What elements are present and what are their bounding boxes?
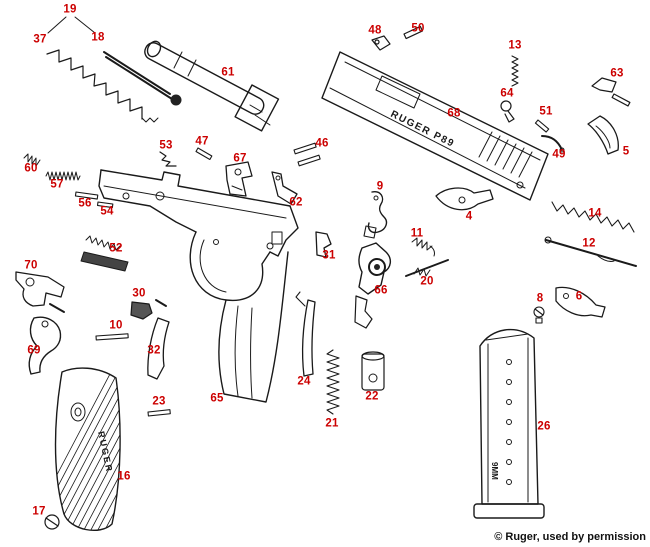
part-67-art	[225, 161, 253, 197]
part-number-18: 18	[91, 31, 105, 44]
part-69-art	[28, 316, 62, 375]
part-number-70: 70	[24, 259, 38, 272]
part-20-art	[405, 259, 449, 277]
part-57-art	[45, 171, 81, 181]
label-19-leader-lines	[47, 16, 96, 34]
part-5-art	[587, 115, 619, 155]
part-46-art	[293, 142, 321, 167]
part-56-art	[74, 191, 99, 200]
part-30-art	[130, 299, 167, 320]
part-8-art	[533, 306, 545, 324]
barrel-art	[144, 40, 280, 132]
part-number-26: 26	[537, 420, 551, 433]
guide-rod-art	[103, 51, 182, 123]
part-number-21: 21	[325, 417, 339, 430]
part-number-52: 52	[109, 242, 123, 255]
part-70-art	[15, 271, 65, 313]
part-4-art	[435, 187, 494, 211]
magazine-art: 9MM	[473, 328, 545, 519]
part-number-69: 69	[27, 344, 41, 357]
part-number-60: 60	[24, 162, 38, 175]
part-number-6: 6	[575, 290, 583, 303]
part-53-art	[159, 151, 177, 167]
recoil-spring-art	[46, 49, 143, 120]
part-60-art	[23, 153, 41, 167]
part-13-art	[511, 55, 519, 87]
grip-panel-art: RUGER	[54, 367, 121, 531]
part-50-art	[403, 25, 424, 40]
part-31-art	[315, 231, 332, 258]
part-66-art	[354, 242, 391, 329]
part-6-art	[555, 286, 606, 318]
part-number-37: 37	[33, 33, 47, 46]
part-number-63: 63	[610, 67, 624, 80]
part-21-art	[326, 349, 340, 415]
part-number-61: 61	[221, 66, 235, 79]
part-12-art	[544, 236, 637, 267]
part-number-12: 12	[582, 237, 596, 250]
part-number-56: 56	[78, 197, 92, 210]
part-number-11: 11	[410, 227, 424, 240]
part-number-8: 8	[536, 292, 544, 305]
part-11-art	[411, 237, 435, 257]
part-51-art	[534, 119, 550, 133]
part-number-50: 50	[411, 22, 425, 35]
part-number-48: 48	[368, 24, 382, 37]
frame-art	[98, 169, 299, 403]
part-number-66: 66	[374, 284, 388, 297]
part-number-62: 62	[289, 196, 303, 209]
part-number-17: 17	[32, 505, 46, 518]
part-number-24: 24	[297, 375, 311, 388]
part-22-art	[361, 351, 385, 391]
part-47-art	[195, 147, 213, 161]
part-number-19: 19	[63, 3, 77, 16]
part-52-art	[80, 235, 129, 272]
part-number-13: 13	[508, 39, 522, 52]
part-9-art	[363, 190, 388, 239]
part-number-65: 65	[210, 392, 224, 405]
part-number-4: 4	[465, 210, 473, 223]
part-number-22: 22	[365, 390, 379, 403]
copyright-notice: © Ruger, used by permission	[494, 531, 646, 543]
part-number-68: 68	[447, 107, 461, 120]
part-number-23: 23	[152, 395, 166, 408]
part-number-47: 47	[195, 135, 209, 148]
part-49-art	[541, 135, 565, 153]
part-number-67: 67	[233, 152, 247, 165]
part-number-57: 57	[50, 178, 64, 191]
part-63-art	[591, 77, 631, 107]
part-number-16: 16	[117, 470, 131, 483]
part-17-art	[44, 514, 60, 530]
part-48-art	[371, 35, 391, 51]
part-10-art	[95, 333, 129, 341]
part-62-art	[271, 171, 298, 205]
part-54-art	[96, 201, 114, 209]
part-number-32: 32	[147, 344, 161, 357]
part-23-art	[147, 409, 171, 417]
part-number-14: 14	[588, 207, 602, 220]
part-number-53: 53	[159, 139, 173, 152]
part-14-art	[551, 201, 635, 233]
part-number-64: 64	[500, 87, 514, 100]
part-number-10: 10	[109, 319, 123, 332]
part-number-5: 5	[622, 145, 630, 158]
part-number-31: 31	[322, 249, 336, 262]
part-number-20: 20	[420, 275, 434, 288]
part-24-art	[295, 291, 316, 377]
part-number-9: 9	[376, 180, 384, 193]
part-64-art	[500, 100, 515, 123]
part-number-54: 54	[100, 205, 114, 218]
magazine-marking-text: 9MM	[490, 462, 499, 480]
part-number-49: 49	[552, 148, 566, 161]
part-number-30: 30	[132, 287, 146, 300]
part-32-art	[147, 317, 170, 380]
part-number-51: 51	[539, 105, 553, 118]
part-number-46: 46	[315, 137, 329, 150]
